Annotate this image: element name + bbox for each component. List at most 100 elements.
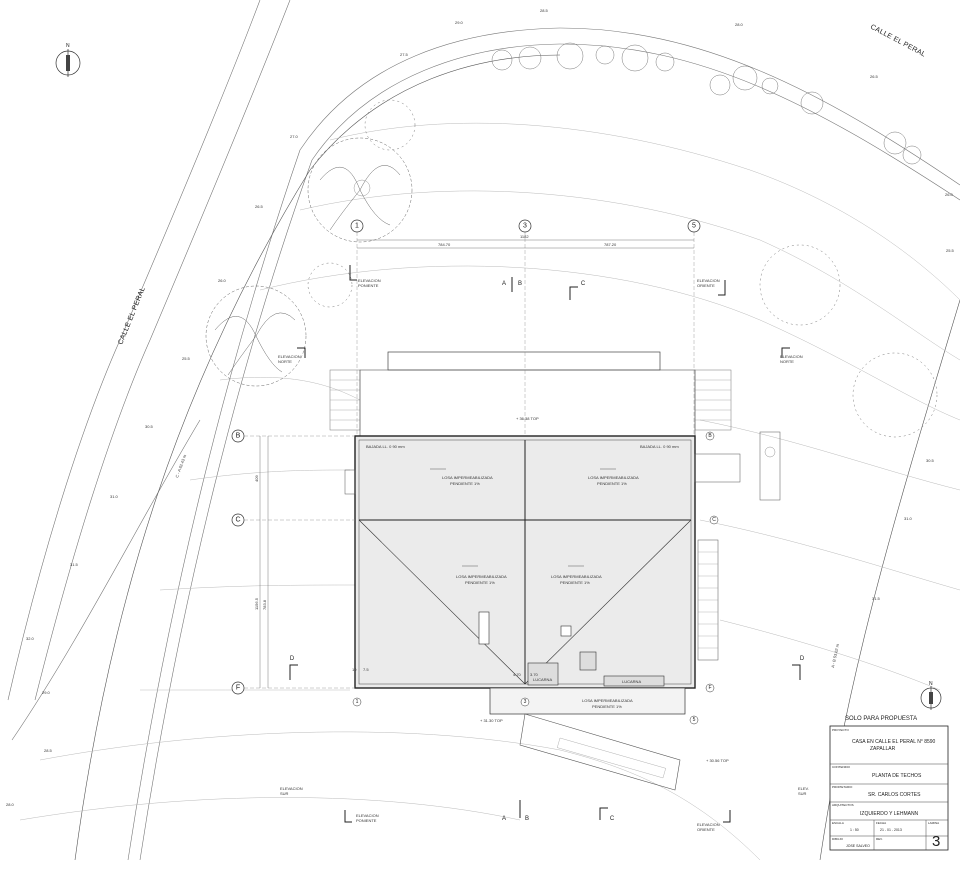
svg-text:26.5: 26.5: [255, 204, 264, 209]
svg-text:PONIENTE: PONIENTE: [358, 283, 379, 288]
svg-text:ELEVACION: ELEVACION: [697, 278, 720, 283]
north-arrow-small-icon: N: [920, 681, 942, 710]
svg-text:+ 30.56 TOP: + 30.56 TOP: [706, 758, 729, 763]
svg-text:7.5: 7.5: [363, 667, 369, 672]
svg-text:ELEVACION: ELEVACION: [697, 822, 720, 827]
svg-text:409: 409: [254, 475, 259, 482]
svg-text:C: C: [581, 281, 586, 287]
svg-text:27.5: 27.5: [400, 52, 409, 57]
svg-text:10: 10: [352, 667, 357, 672]
svg-text:27.0: 27.0: [290, 134, 299, 139]
svg-text:31.0: 31.0: [904, 516, 913, 521]
svg-text:31.5: 31.5: [70, 562, 79, 567]
svg-text:SUR: SUR: [280, 791, 289, 796]
svg-text:1182: 1182: [520, 234, 529, 239]
svg-text:784.70: 784.70: [438, 242, 451, 247]
proposal-note: SOLO PARA PROPUESTA: [845, 716, 917, 722]
svg-text:NORTE: NORTE: [780, 359, 794, 364]
grid-axis-columns-bottom: 1 3 5: [352, 697, 699, 725]
svg-text:F: F: [708, 685, 711, 691]
svg-text:LOSA IMPERMEABILIZADA: LOSA IMPERMEABILIZADA: [442, 475, 493, 480]
svg-text:783.8: 783.8: [262, 599, 267, 610]
svg-text:PENDIENTE 1%: PENDIENTE 1%: [560, 580, 590, 585]
svg-text:29.0: 29.0: [455, 20, 464, 25]
svg-text:31.0: 31.0: [110, 494, 119, 499]
svg-text:B: B: [525, 816, 529, 822]
svg-text:PENDIENTE 1%: PENDIENTE 1%: [465, 580, 495, 585]
svg-text:PROYECTO: PROYECTO: [832, 728, 849, 732]
svg-text:BAJADA LL. 0 90 mm: BAJADA LL. 0 90 mm: [640, 444, 679, 449]
drawn-by: JOSE SALVEO: [846, 844, 870, 848]
street-name-left: CALLE EL PERAL: [117, 286, 147, 346]
svg-text:LUCARNA: LUCARNA: [533, 677, 552, 682]
svg-text:PENDIENTE 1%: PENDIENTE 1%: [592, 704, 622, 709]
svg-text:31.5: 31.5: [872, 596, 881, 601]
axis-f-left: F: [236, 685, 240, 692]
svg-text:25.5: 25.5: [946, 248, 955, 253]
svg-text:25.5: 25.5: [182, 356, 191, 361]
topographic-contours: [19, 122, 960, 861]
svg-text:ELEVACION: ELEVACION: [780, 354, 803, 359]
svg-text:DIBUJO: DIBUJO: [832, 837, 844, 841]
owner-name: SR. CARLOS CORTES: [868, 792, 921, 798]
svg-text:REV.: REV.: [876, 837, 883, 841]
street-name-top: CALLE EL PERAL: [869, 24, 927, 59]
north-arrow-icon: N: [55, 43, 81, 77]
svg-text:C: C: [610, 816, 615, 822]
svg-text:30.5: 30.5: [926, 458, 935, 463]
svg-text:ELEV.: ELEV.: [798, 786, 809, 791]
large-tree-lower-icon: [205, 285, 307, 387]
svg-text:FECHA: FECHA: [876, 821, 886, 825]
title-block: SOLO PARA PROPUESTA PROYECTO CASA EN CAL…: [829, 716, 949, 851]
svg-text:30.5: 30.5: [145, 424, 154, 429]
svg-text:B: B: [708, 433, 712, 439]
svg-text:LOSA IMPERMEABILIZADA: LOSA IMPERMEABILIZADA: [582, 698, 633, 703]
svg-text:26.0: 26.0: [218, 278, 227, 283]
svg-text:PENDIENTE 1%: PENDIENTE 1%: [450, 481, 480, 486]
svg-text:D: D: [800, 656, 805, 662]
svg-text:SUR: SUR: [798, 791, 807, 796]
svg-text:ELEVACION: ELEVACION: [358, 278, 381, 283]
axis-b-left: B: [236, 433, 241, 440]
svg-text:29.0: 29.0: [42, 690, 51, 695]
svg-text:1: 1: [356, 699, 359, 705]
svg-text:A: A: [502, 816, 506, 822]
svg-text:28.5: 28.5: [540, 8, 549, 13]
svg-text:28.0: 28.0: [735, 22, 744, 27]
svg-text:CONTENIDO: CONTENIDO: [832, 765, 851, 769]
project-name: CASA EN CALLE EL PERAL N° 8590: [852, 739, 936, 745]
svg-text:787.20: 787.20: [604, 242, 617, 247]
section-letters: A B C D D A B C: [290, 281, 805, 822]
grid-axis-columns: 1 3 5: [350, 219, 701, 436]
svg-text:ELEVACION: ELEVACION: [278, 354, 301, 359]
svg-text:26.5: 26.5: [870, 74, 879, 79]
scale-value: 1 : 50: [850, 828, 859, 832]
svg-text:N: N: [929, 681, 933, 687]
building-outline: [329, 351, 781, 791]
svg-text:4.70: 4.70: [513, 672, 522, 677]
svg-text:A: A: [502, 281, 506, 287]
sheet-content: PLANTA DE TECHOS: [872, 773, 922, 779]
svg-text:LOSA IMPERMEABILIZADA: LOSA IMPERMEABILIZADA: [588, 475, 639, 480]
svg-text:ARQUITECTOS: ARQUITECTOS: [832, 803, 854, 807]
svg-text:1156.5: 1156.5: [254, 597, 259, 610]
svg-text:NORTE: NORTE: [278, 359, 292, 364]
property-line-ca: C - A 62.43 m: [174, 453, 187, 478]
svg-text:LOSA IMPERMEABILIZADA: LOSA IMPERMEABILIZADA: [551, 574, 602, 579]
roof-labels: LOSA IMPERMEABILIZADA PENDIENTE 1% LOSA …: [352, 416, 729, 763]
svg-text:3.70: 3.70: [530, 672, 539, 677]
contour-labels: 29.0 28.5 28.0 27.5 27.0 26.5 26.0 25.5 …: [6, 8, 955, 807]
property-line-ab: A - B 53.62 m: [830, 643, 840, 668]
svg-text:3: 3: [524, 699, 527, 705]
svg-text:ORIENTE: ORIENTE: [697, 283, 715, 288]
svg-text:C: C: [712, 517, 716, 523]
svg-text:+ 31.30 TOP: + 31.30 TOP: [480, 718, 503, 723]
svg-text:5: 5: [693, 717, 696, 723]
svg-text:32.0: 32.0: [26, 636, 35, 641]
section-marks: [289, 265, 801, 823]
svg-text:BAJADA LL. 0 90 mm: BAJADA LL. 0 90 mm: [366, 444, 405, 449]
svg-text:LUCARNA: LUCARNA: [622, 679, 641, 684]
svg-text:PROPIETARIO: PROPIETARIO: [832, 785, 853, 789]
dimension-lines: [259, 239, 694, 688]
